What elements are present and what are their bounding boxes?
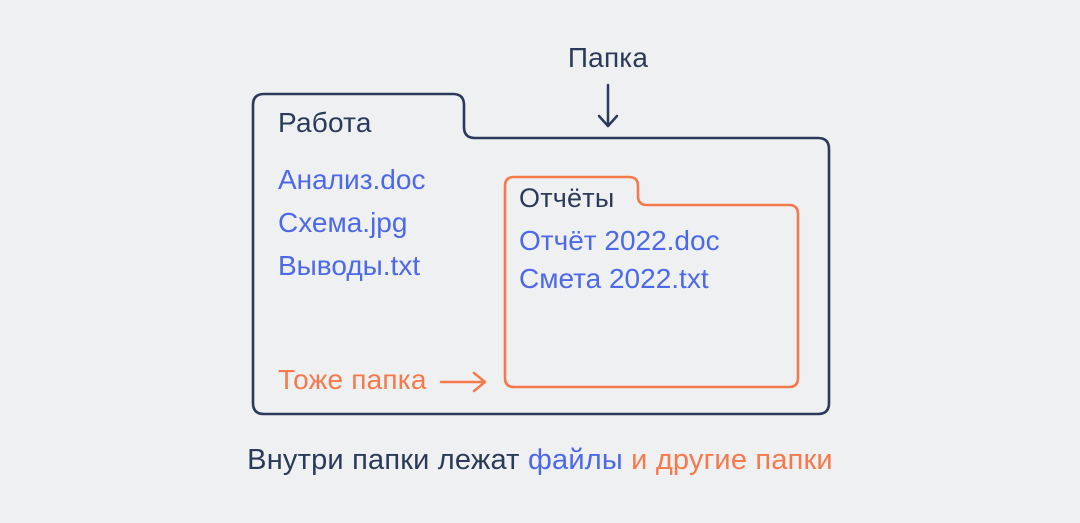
folder-pointer-label: Папка — [567, 42, 649, 73]
file-item: Схема.jpg — [278, 207, 408, 238]
also-folder-label: Тоже папка — [278, 364, 427, 395]
file-item: Отчёт 2022.doc — [519, 225, 720, 256]
reports-folder-name: Отчёты — [519, 183, 615, 213]
work-folder-name: Работа — [278, 107, 372, 138]
work-folder-outline — [251, 92, 831, 416]
caption-prefix: Внутри папки лежат — [247, 444, 520, 476]
work-folder-file-list: Анализ.doc Схема.jpg Выводы.txt — [278, 158, 425, 287]
file-item: Выводы.txt — [278, 250, 421, 281]
right-arrow-icon — [439, 371, 487, 393]
caption-folders-phrase: и другие папки — [631, 444, 833, 476]
caption-files-word: файлы — [527, 444, 623, 476]
file-item: Смета 2022.txt — [519, 263, 709, 294]
down-arrow-icon — [597, 83, 619, 128]
reports-folder-outline — [503, 175, 800, 389]
file-item: Анализ.doc — [278, 164, 426, 195]
reports-folder-file-list: Отчёт 2022.doc Смета 2022.txt — [519, 222, 720, 298]
caption: Внутри папки лежат файлы и другие папки — [0, 444, 1080, 477]
